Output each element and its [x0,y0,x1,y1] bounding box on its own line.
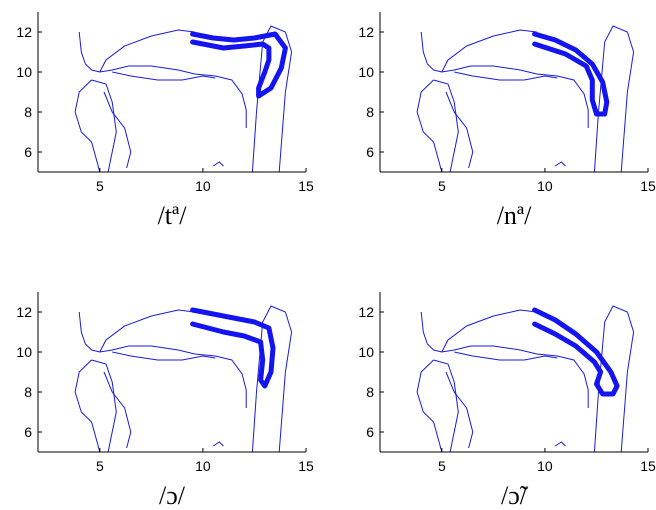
vocal-tract-outline [416,25,635,172]
tongue-contour [190,307,276,389]
x-tick-label: 10 [537,458,553,474]
vocal-tract-outline [416,305,635,452]
outline-contour [420,311,589,408]
panel-1: 5 10 15 6 8 10 12/tª/ [16,12,314,230]
y-tick-label: 6 [366,144,374,160]
y-tick-label: 12 [16,304,32,320]
x-tick-label: 10 [537,178,553,194]
y-tick-label: 12 [358,304,374,320]
x-tick-label: 5 [96,458,104,474]
outline-contour [99,29,195,73]
x-tick-label: 15 [298,178,314,194]
tongue-contour [532,31,610,117]
tongue-contour [190,31,288,99]
x-tick-label: 15 [640,458,656,474]
x-tick-label: 5 [438,458,446,474]
panel-2: 5 10 15 6 8 10 12/nª/ [358,12,656,230]
y-tick-label: 8 [24,104,32,120]
outline-contour [91,359,117,452]
outline-contour [99,309,195,353]
y-tick-label: 8 [366,384,374,400]
outline-contour [554,441,566,447]
outline-contour [593,25,635,172]
outline-contour [433,359,459,452]
vocal-tract-outline [74,305,293,452]
outline-contour [112,351,216,361]
y-tick-label: 8 [24,384,32,400]
x-tick-label: 15 [640,178,656,194]
outline-contour [441,309,537,353]
outline-contour [212,441,224,447]
outline-contour [441,29,537,73]
outline-contour [251,305,293,452]
panel-4: 5 10 15 6 8 10 12/ɔ̃/ [358,292,656,510]
x-tick-label: 10 [195,458,211,474]
outline-contour [445,91,474,169]
outline-contour [416,79,443,172]
outline-contour [91,79,117,172]
panel-title: /ɔ/ [159,481,186,510]
panel-title: /tª/ [158,201,188,230]
outline-contour [112,71,216,81]
y-tick-label: 10 [358,64,374,80]
outline-contour [445,371,474,449]
x-tick-label: 10 [195,178,211,194]
x-tick-label: 15 [298,458,314,474]
outline-contour [74,359,101,452]
y-tick-label: 6 [24,424,32,440]
outline-contour [420,31,589,128]
outline-contour [251,25,293,172]
outline-contour [78,31,247,128]
y-tick-label: 12 [358,24,374,40]
y-tick-label: 10 [358,344,374,360]
outline-contour [103,371,132,449]
outline-contour [554,161,566,167]
outline-contour [74,79,101,172]
vocal-tract-outline [74,25,293,172]
tongue-contour [532,307,620,397]
y-tick-label: 12 [16,24,32,40]
y-tick-label: 10 [16,64,32,80]
outline-contour [103,91,132,169]
outline-contour [454,351,558,361]
y-tick-label: 8 [366,104,374,120]
y-tick-label: 10 [16,344,32,360]
outline-contour [433,79,459,172]
outline-contour [78,311,247,408]
outline-contour [416,359,443,452]
outline-contour [454,71,558,81]
y-tick-label: 6 [366,424,374,440]
x-tick-label: 5 [438,178,446,194]
panel-title: /ɔ̃/ [501,481,529,510]
outline-contour [212,161,224,167]
panel-title: /nª/ [497,201,532,230]
x-tick-label: 5 [96,178,104,194]
panel-3: 5 10 15 6 8 10 12/ɔ/ [16,292,314,510]
y-tick-label: 6 [24,144,32,160]
